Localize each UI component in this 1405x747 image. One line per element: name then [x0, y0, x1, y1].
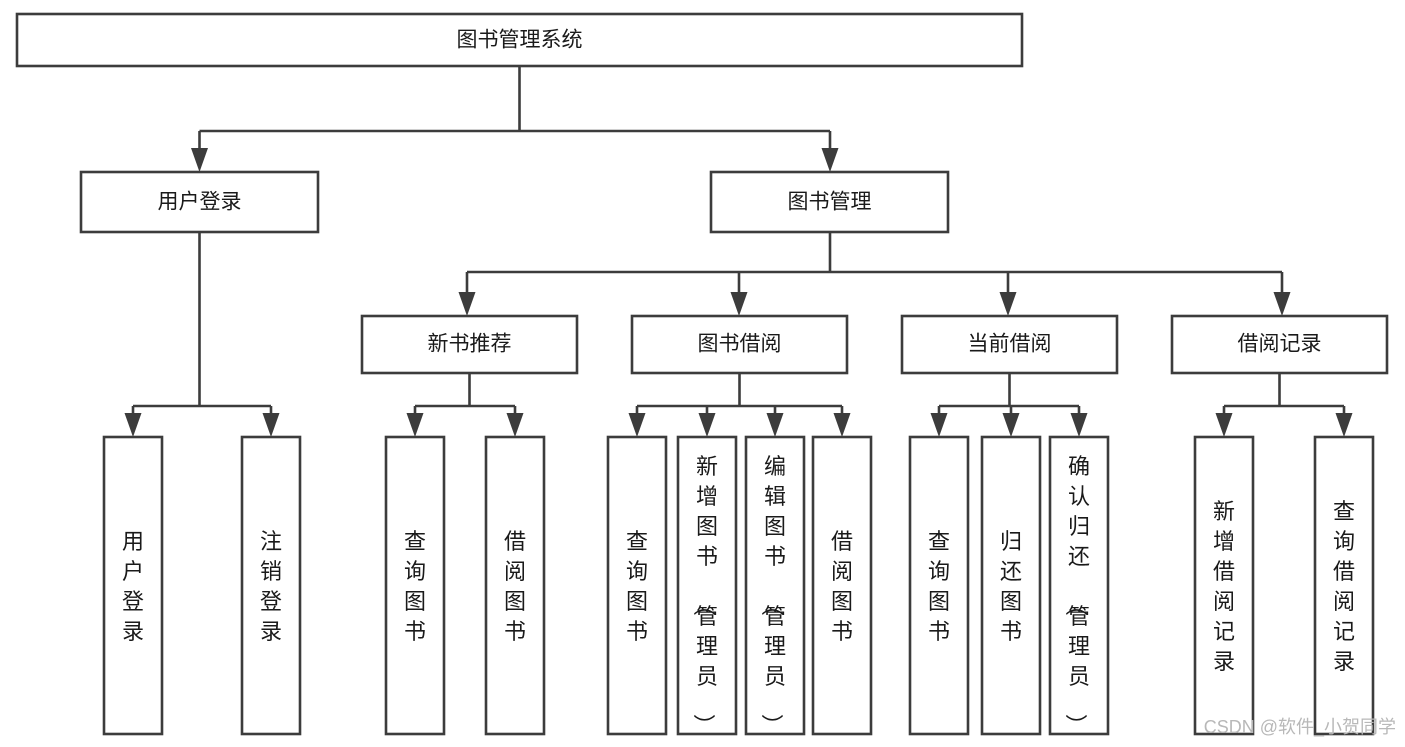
- node-leaf-confirm-return-admin[interactable]: 确认归还（管理员）: [1048, 435, 1110, 736]
- node-leaf-query-book-3[interactable]: 查询图书: [908, 435, 970, 736]
- node-new-book-recommend-label: 新书推荐: [428, 333, 512, 356]
- node-leaf-add-book-admin-box[interactable]: [676, 435, 738, 736]
- arrow-head-user-login: [191, 148, 208, 172]
- node-user-login-box[interactable]: [79, 170, 320, 234]
- arrow-head-leaf-query-book-2: [628, 413, 646, 437]
- node-borrow-records-label: 借阅记录: [1238, 333, 1322, 356]
- arrow-head-leaf-query-book-3: [930, 413, 948, 437]
- node-leaf-edit-book-admin-label: 编辑图书（管理员）: [759, 454, 786, 736]
- node-leaf-query-borrow-record-box[interactable]: [1313, 435, 1375, 736]
- arrow-head-new-book-recommend: [458, 292, 476, 316]
- node-leaf-query-book-2-label: 查询图书: [626, 529, 648, 644]
- arrow-head-leaf-logout: [262, 413, 280, 437]
- node-leaf-logout[interactable]: 注销登录: [240, 435, 302, 736]
- node-leaf-query-book-1-label: 查询图书: [404, 529, 426, 644]
- node-current-borrow-label: 当前借阅: [968, 333, 1052, 356]
- node-borrow-records-box[interactable]: [1170, 314, 1389, 375]
- arrow-head-leaf-add-book-admin: [698, 413, 716, 437]
- arrow-head-leaf-borrow-book-1: [506, 413, 524, 437]
- node-leaf-query-borrow-record[interactable]: 查询借阅记录: [1313, 435, 1375, 736]
- node-leaf-query-book-1[interactable]: 查询图书: [384, 435, 446, 736]
- node-new-book-recommend[interactable]: 新书推荐: [360, 314, 579, 375]
- node-book-management[interactable]: 图书管理: [709, 170, 950, 234]
- node-book-management-box[interactable]: [709, 170, 950, 234]
- node-leaf-logout-box[interactable]: [240, 435, 302, 736]
- node-leaf-query-book-2-box[interactable]: [606, 435, 668, 736]
- node-leaf-edit-book-admin[interactable]: 编辑图书（管理员）: [744, 435, 806, 736]
- node-leaf-confirm-return-admin-box[interactable]: [1048, 435, 1110, 736]
- arrow-head-leaf-user-login: [124, 413, 142, 437]
- arrow-head-leaf-query-book-1: [406, 413, 424, 437]
- node-current-borrow[interactable]: 当前借阅: [900, 314, 1119, 375]
- node-root-box[interactable]: [15, 12, 1024, 68]
- arrow-head-borrow-records: [1273, 292, 1291, 316]
- arrow-head-book-borrow: [730, 292, 748, 316]
- node-root[interactable]: 图书管理系统: [15, 12, 1024, 68]
- node-leaf-borrow-book-2-box[interactable]: [811, 435, 873, 736]
- node-book-borrow-box[interactable]: [630, 314, 849, 375]
- node-leaf-query-book-3-label: 查询图书: [928, 529, 950, 644]
- arrow-head-leaf-return-book: [1002, 413, 1020, 437]
- node-leaf-user-login-box[interactable]: [102, 435, 164, 736]
- node-book-management-label: 图书管理: [788, 191, 872, 214]
- node-leaf-confirm-return-admin-label: 确认归还（管理员）: [1063, 454, 1090, 736]
- node-leaf-add-book-admin-label: 新增图书（管理员）: [691, 454, 718, 736]
- node-user-login[interactable]: 用户登录: [79, 170, 320, 234]
- node-leaf-add-book-admin[interactable]: 新增图书（管理员）: [676, 435, 738, 736]
- arrow-head-leaf-borrow-book-2: [833, 413, 851, 437]
- node-book-borrow[interactable]: 图书借阅: [630, 314, 849, 375]
- node-leaf-return-book-box[interactable]: [980, 435, 1042, 736]
- node-leaf-query-book-2[interactable]: 查询图书: [606, 435, 668, 736]
- node-leaf-logout-label: 注销登录: [260, 529, 282, 644]
- node-leaf-return-book[interactable]: 归还图书: [980, 435, 1042, 736]
- node-leaf-query-book-1-box[interactable]: [384, 435, 446, 736]
- node-leaf-user-login-label: 用户登录: [122, 529, 144, 644]
- arrow-head-book-management: [821, 148, 839, 172]
- arrow-head-leaf-query-borrow-record: [1335, 413, 1353, 437]
- node-leaf-borrow-book-2[interactable]: 借阅图书: [811, 435, 873, 736]
- node-current-borrow-box[interactable]: [900, 314, 1119, 375]
- arrow-head-current-borrow: [999, 292, 1017, 316]
- node-root-label: 图书管理系统: [457, 29, 583, 52]
- node-leaf-user-login[interactable]: 用户登录: [102, 435, 164, 736]
- node-borrow-records[interactable]: 借阅记录: [1170, 314, 1389, 375]
- arrow-head-leaf-edit-book-admin: [766, 413, 784, 437]
- node-leaf-add-borrow-record-box[interactable]: [1193, 435, 1255, 736]
- node-user-login-label: 用户登录: [158, 191, 242, 214]
- node-leaf-borrow-book-1-label: 借阅图书: [504, 529, 526, 644]
- node-leaf-query-borrow-record-label: 查询借阅记录: [1333, 499, 1355, 674]
- watermark-label: CSDN @软件_小贺同学: [1204, 717, 1396, 738]
- node-leaf-add-borrow-record[interactable]: 新增借阅记录: [1193, 435, 1255, 736]
- arrow-head-leaf-add-borrow-record: [1215, 413, 1233, 437]
- node-new-book-recommend-box[interactable]: [360, 314, 579, 375]
- node-leaf-borrow-book-1-box[interactable]: [484, 435, 546, 736]
- node-leaf-borrow-book-1[interactable]: 借阅图书: [484, 435, 546, 736]
- node-leaf-query-book-3-box[interactable]: [908, 435, 970, 736]
- arrow-head-leaf-confirm-return-admin: [1070, 413, 1088, 437]
- connector-layer: [124, 66, 1353, 437]
- node-book-borrow-label: 图书借阅: [698, 333, 782, 356]
- node-leaf-add-borrow-record-label: 新增借阅记录: [1213, 499, 1235, 674]
- node-leaf-borrow-book-2-label: 借阅图书: [831, 529, 853, 644]
- node-leaf-return-book-label: 归还图书: [1000, 529, 1022, 644]
- node-leaf-edit-book-admin-box[interactable]: [744, 435, 806, 736]
